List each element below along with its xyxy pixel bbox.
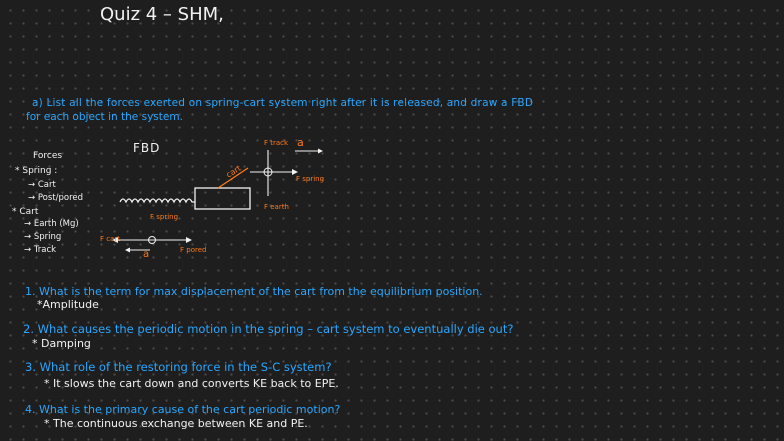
forces-item-spring: * Spring : [15,166,58,176]
label-f-cart-left: F cart [100,235,121,243]
question-3: 3. What role of the restoring force in t… [25,360,332,374]
forces-item-post: → Post/pored [28,193,84,203]
label-f-earth: F earth [264,203,289,211]
forces-item-cart: → Cart [28,180,56,190]
forces-item-earth: → Earth (Mg) [24,219,79,229]
answer-3: * It slows the cart down and converts KE… [44,377,339,390]
question-1: 1. What is the term for max displacement… [25,285,483,298]
cart-box [194,187,251,210]
question-2: 2. What causes the periodic motion in th… [23,322,514,336]
label-a-left: a [143,249,150,260]
answer-1: *Amplitude [37,298,99,311]
label-f-track: F track [264,139,289,147]
question-4: 4. What is the primary cause of the cart… [25,403,341,416]
forces-item-spring-2: → Spring [24,232,62,242]
fbd-label: FBD [133,141,161,155]
label-a-vector: a [297,136,304,149]
label-f-pored: F pored [180,246,207,254]
label-f-spring-below: F spring [150,213,179,221]
forces-heading: Forces [33,151,63,161]
answer-2: * Damping [32,337,91,350]
spring-coil [119,198,195,204]
page-title: Quiz 4 – SHM, [100,4,224,25]
answer-4: * The continuous exchange between KE and… [44,417,308,430]
forces-item-cart-heading: * Cart [12,207,39,217]
prompt-line-1: a) List all the forces exerted on spring… [32,97,534,109]
prompt-line-2: for each object in the system. [26,111,183,123]
forces-item-track: → Track [24,245,57,255]
label-f-spring-right: F spring [296,175,325,183]
